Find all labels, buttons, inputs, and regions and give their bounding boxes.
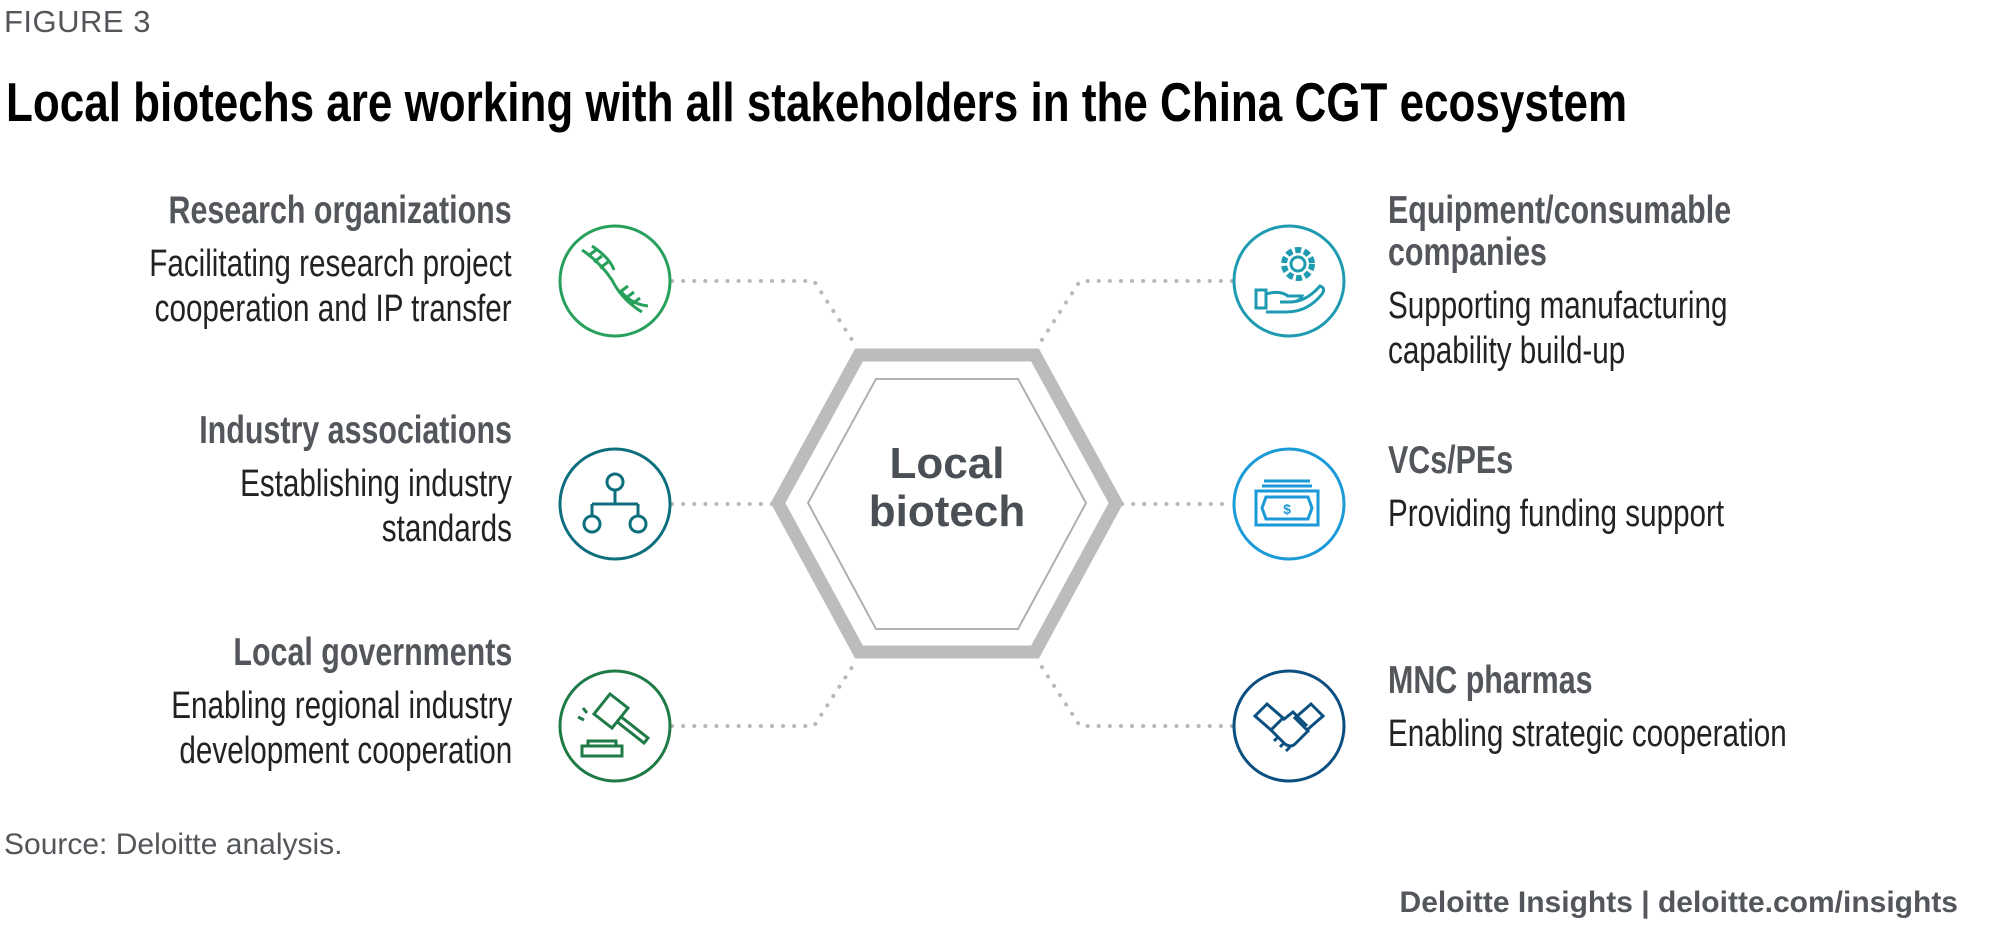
stakeholder-heading: Research organizations <box>168 189 512 232</box>
hand-gear-icon <box>1232 224 1346 338</box>
stakeholder-heading: Local governments <box>233 631 512 674</box>
description-line: Facilitating research project <box>149 243 512 285</box>
svg-text:$: $ <box>1283 501 1291 517</box>
description-line: cooperation and IP transfer <box>154 288 512 330</box>
description-line: Providing funding support <box>1388 493 1725 535</box>
description-line: standards <box>381 508 512 550</box>
source-note: Source: Deloitte analysis. <box>4 828 343 861</box>
description-line: Enabling strategic cooperation <box>1388 713 1787 755</box>
stakeholder-industry: Industry associations Establishing indus… <box>199 410 512 552</box>
center-line-2: biotech <box>868 487 1026 536</box>
description-line: Establishing industry <box>240 463 512 505</box>
page-title: Local biotechs are working with all stak… <box>6 71 1628 133</box>
stakeholder-mnc: MNC pharmas Enabling strategic cooperati… <box>1388 660 1787 757</box>
description-line: capability build-up <box>1388 330 1626 372</box>
stakeholder-heading: MNC pharmas <box>1388 659 1593 702</box>
center-label: Local biotech <box>847 440 1047 536</box>
stakeholder-equipment: Equipment/consumable companies Supportin… <box>1388 190 1731 374</box>
gavel-icon <box>558 669 672 783</box>
footer-credit: Deloitte Insights | deloitte.com/insight… <box>1399 886 1958 919</box>
stakeholder-description: Enabling strategic cooperation <box>1388 712 1787 757</box>
stakeholder-description: Facilitating research project cooperatio… <box>150 242 512 332</box>
connector-research <box>670 279 858 348</box>
connector-lines <box>670 279 1234 728</box>
stakeholder-heading: VCs/PEs <box>1388 439 1514 482</box>
stakeholder-government: Local governments Enabling regional indu… <box>171 632 512 774</box>
stakeholder-research: Research organizations Facilitating rese… <box>150 190 512 332</box>
hexagon-inner <box>806 378 1088 630</box>
center-line-1: Local <box>889 439 1005 488</box>
description-line: development cooperation <box>179 730 512 772</box>
dna-icon <box>558 224 672 338</box>
hierarchy-icon <box>558 447 672 561</box>
stakeholder-description: Enabling regional industry development c… <box>171 684 512 774</box>
connector-government <box>670 659 858 728</box>
connector-mnc <box>1036 659 1234 728</box>
money-icon: $ <box>1232 447 1346 561</box>
stakeholder-heading: Industry associations <box>199 409 512 452</box>
stakeholder-description: Providing funding support <box>1388 492 1724 537</box>
figure-label: FIGURE 3 <box>4 4 151 39</box>
connector-equipment <box>1036 279 1234 348</box>
description-line: Enabling regional industry <box>170 685 512 727</box>
stakeholder-heading: Equipment/consumable companies <box>1388 190 1731 274</box>
description-line: Supporting manufacturing <box>1388 285 1728 327</box>
heading-line: companies <box>1388 231 1547 274</box>
stakeholder-description: Establishing industry standards <box>199 462 512 552</box>
handshake-icon <box>1232 669 1346 783</box>
hexagon-outer <box>770 348 1124 659</box>
heading-line: Equipment/consumable <box>1388 189 1732 232</box>
stakeholder-description: Supporting manufacturing capability buil… <box>1388 284 1731 374</box>
stakeholder-vcs: VCs/PEs Providing funding support <box>1388 440 1724 537</box>
